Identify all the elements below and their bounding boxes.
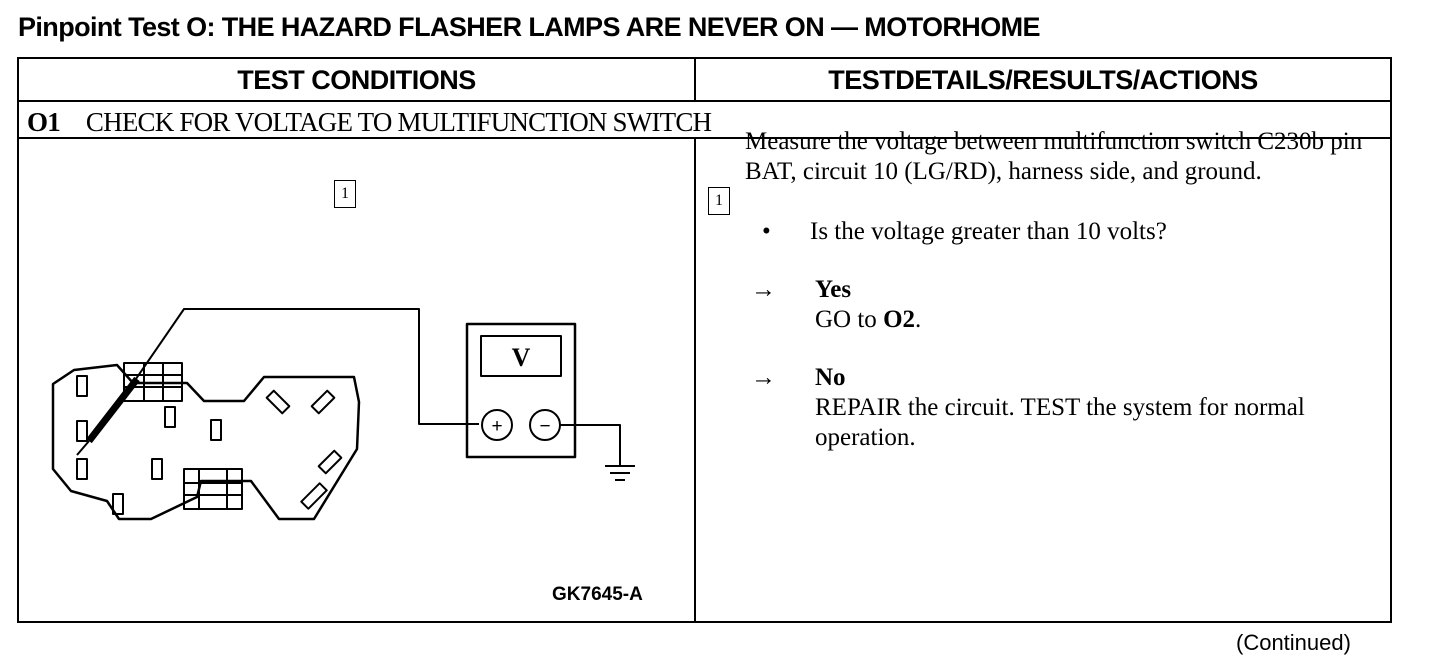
arrow-icon: → <box>751 364 776 391</box>
header-test-conditions: TEST CONDITIONS <box>237 65 476 95</box>
ground-symbol <box>605 465 635 481</box>
voltmeter-plus-terminal: + <box>491 416 502 437</box>
yes-action: GO to O2. <box>815 305 921 335</box>
bullet-mark: • <box>762 218 771 245</box>
no-result: → No REPAIR the circuit. TEST the system… <box>751 363 1375 453</box>
voltmeter-minus-terminal: − <box>539 416 550 437</box>
yes-action-prefix: GO to <box>815 306 884 333</box>
connector-bottom-latch <box>183 468 243 510</box>
voltmeter <box>465 322 577 459</box>
yes-action-suffix: . <box>915 306 922 333</box>
question-item: • Is the voltage greater than 10 volts? <box>762 217 1375 247</box>
yes-label: Yes <box>815 276 852 303</box>
continued-note: (Continued) <box>1236 630 1351 655</box>
yes-result: → Yes GO to O2. <box>751 275 1375 335</box>
body-column-divider <box>694 137 696 621</box>
arrow-icon: → <box>751 276 776 303</box>
page-title: Pinpoint Test O: THE HAZARD FLASHER LAMP… <box>18 12 1041 42</box>
figure-step-number-box: 1 <box>334 180 356 208</box>
step-divider <box>19 137 1390 139</box>
connector-pin-cavities <box>76 375 343 515</box>
step-row: O1 CHECK FOR VOLTAGE TO MULTIFUNCTION SW… <box>27 104 712 140</box>
pinpoint-test-table: TEST CONDITIONS TESTDETAILS/RESULTS/ACTI… <box>17 57 1392 623</box>
figure-id: GK7645-A <box>552 584 643 605</box>
test-details: Measure the voltage between multifunctio… <box>745 127 1375 453</box>
test-probe <box>76 376 140 456</box>
header-column-divider <box>694 59 696 100</box>
multifunction-switch-diagram: V + − <box>51 308 635 521</box>
header-divider <box>19 100 1390 102</box>
header-test-details: TESTDETAILS/RESULTS/ACTIONS <box>828 65 1258 95</box>
no-label: No <box>815 364 846 391</box>
step-title: CHECK FOR VOLTAGE TO MULTIFUNCTION SWITC… <box>85 106 712 137</box>
voltmeter-label: V <box>512 343 531 372</box>
no-action: REPAIR the circuit. TEST the system for … <box>815 394 1305 451</box>
step-id: O1 <box>27 106 61 137</box>
instruction-text: Measure the voltage between multifunctio… <box>745 128 1363 185</box>
positive-test-lead <box>128 308 479 425</box>
connector-outline <box>51 363 361 521</box>
negative-test-lead <box>560 424 621 466</box>
details-step-number-box: 1 <box>708 187 730 215</box>
yes-action-target: O2 <box>883 306 916 333</box>
question-text: Is the voltage greater than 10 volts? <box>810 218 1167 245</box>
